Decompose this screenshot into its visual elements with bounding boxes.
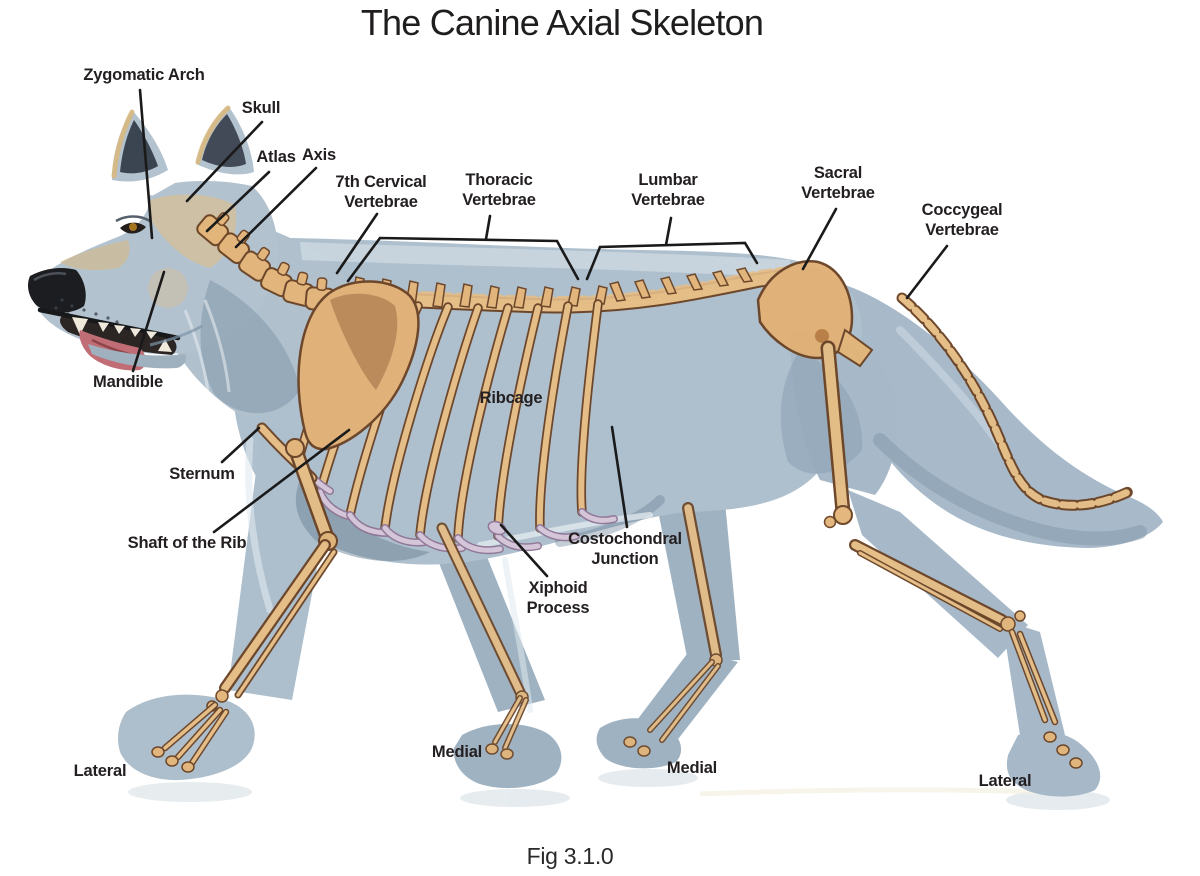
leader-lumbar xyxy=(664,216,673,247)
label-lateral-hind-paw: Lateral xyxy=(978,772,1032,790)
label-7th-cervical-vertebrae: 7th Cervical Vertebrae xyxy=(335,173,427,211)
label-medial-front-paw: Medial xyxy=(431,743,483,761)
label-axis: Axis xyxy=(301,146,337,164)
label-sternum: Sternum xyxy=(169,465,235,483)
far-hind-limb-bones xyxy=(623,502,723,757)
ground-shadows xyxy=(128,769,1110,810)
label-xiphoid-process: Xiphoid Process xyxy=(526,579,590,617)
leader-axis xyxy=(234,166,318,249)
nose xyxy=(28,268,86,313)
face-details xyxy=(28,114,246,371)
spinal-column xyxy=(330,266,796,314)
front-limb-bones xyxy=(151,438,338,773)
bracket-lumbar xyxy=(585,241,759,281)
tail-vertebrae xyxy=(896,292,1134,511)
leader-zygomatic-arch xyxy=(138,88,154,240)
far-front-limb-bones xyxy=(436,522,529,760)
label-skull: Skull xyxy=(241,99,281,117)
label-thoracic-vertebrae: Thoracic Vertebrae xyxy=(462,171,536,209)
leader-shaft-of-rib xyxy=(212,428,351,534)
label-atlas: Atlas xyxy=(256,148,296,166)
mouth-opening xyxy=(60,316,177,355)
label-sacral-vertebrae: Sacral Vertebrae xyxy=(801,164,875,202)
leader-atlas xyxy=(205,170,271,233)
leader-mandible xyxy=(131,270,166,373)
near-hind-paw xyxy=(1006,731,1101,797)
ear-inner-left xyxy=(120,120,158,174)
costal-cartilage xyxy=(296,451,618,555)
leader-sternum xyxy=(220,426,261,464)
hind-limb-bones xyxy=(820,340,1083,769)
label-coccygeal-vertebrae: Coccygeal Vertebrae xyxy=(921,201,1003,239)
label-medial-hind-paw: Medial xyxy=(666,759,718,777)
leader-coccygeal xyxy=(905,244,949,300)
bracket-thoracic xyxy=(346,236,580,283)
label-costochondral-junction: Costochondral Junction xyxy=(568,530,682,568)
leader-costochondral xyxy=(610,425,629,529)
pelvis xyxy=(756,260,874,368)
label-zygomatic-arch: Zygomatic Arch xyxy=(83,66,205,84)
label-mandible: Mandible xyxy=(93,373,163,391)
leader-cervical7 xyxy=(335,212,379,275)
leader-lines xyxy=(131,88,949,578)
label-ribcage: Ribcage xyxy=(479,389,543,407)
label-lateral-front-paw: Lateral xyxy=(73,762,127,780)
spinous-processes xyxy=(351,267,754,309)
leader-thoracic xyxy=(484,214,492,241)
page-title: The Canine Axial Skeleton xyxy=(360,2,764,43)
leader-sacral xyxy=(801,207,838,271)
ear-inner-right xyxy=(202,114,246,167)
far-hind-paw xyxy=(596,718,682,769)
scapula xyxy=(297,280,420,451)
teeth xyxy=(72,317,172,352)
label-shaft-of-the-rib: Shaft of the Rib xyxy=(127,534,247,552)
leader-skull xyxy=(185,120,264,203)
leader-xiphoid xyxy=(499,523,549,578)
figure-caption: Fig 3.1.0 xyxy=(526,843,614,869)
skeleton-overlay xyxy=(151,212,1134,773)
label-lumbar-vertebrae: Lumbar Vertebrae xyxy=(631,171,705,209)
